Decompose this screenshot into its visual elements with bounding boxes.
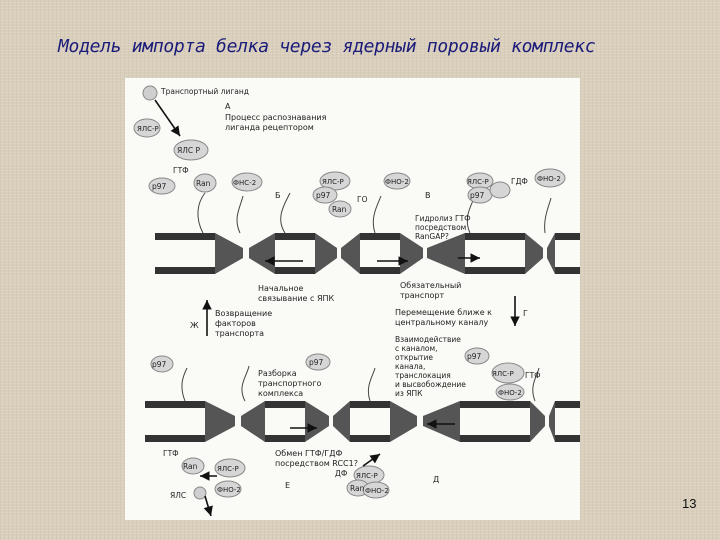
ran-label-3: Ran xyxy=(183,462,198,471)
interaction-label-3: открытие xyxy=(395,353,433,362)
step-zh-label: Ж xyxy=(190,321,199,330)
hydrolysis-label-2: посредством xyxy=(415,223,466,232)
step-b-label: Б xyxy=(275,191,281,200)
fno2-label-2: ФНО-2 xyxy=(385,178,409,186)
ran-label-1: Ran xyxy=(196,179,211,188)
ran-label-2: Ran xyxy=(332,205,347,214)
fno2-top-label: ФНС-2 xyxy=(233,179,256,187)
fno2-label-6: ФНО-2 xyxy=(365,487,389,495)
slide-title: Модель импорта белка через ядерный поров… xyxy=(58,36,596,57)
p97-label-3: p97 xyxy=(470,191,485,200)
gtf-bottom-label: ГТФ xyxy=(163,449,179,458)
hydrolysis-label-3: RanGAP? xyxy=(415,232,449,241)
fno2-label-4: ФНО-2 xyxy=(498,389,522,397)
yals-r-label-3: ЯЛС-Р xyxy=(322,178,344,186)
yals-r-label-6: ЯЛС-Р xyxy=(217,465,239,473)
step-a-label: А xyxy=(225,102,231,111)
p97-label-4: p97 xyxy=(152,360,167,369)
disassembly-label-2: транспортного xyxy=(258,379,321,388)
bottom-membrane-row xyxy=(145,365,580,442)
move-label-2: центральному каналу xyxy=(395,318,488,327)
interaction-label-6: и высвобождение xyxy=(395,380,466,389)
return-label-1: Возвращение xyxy=(215,309,272,318)
yals-r-label-2: ЯЛС Р xyxy=(177,146,200,155)
step-v-label: В xyxy=(425,191,431,200)
nuclear-pore-import-figure: Транспортный лиганд А Процесс распознава… xyxy=(125,78,580,520)
fno2-label-3: ФНО-2 xyxy=(537,175,561,183)
recognition-label-2: лиганда рецептором xyxy=(225,123,314,132)
gtf-label-1: ГТФ xyxy=(173,166,189,175)
disassembly-label-3: комплекса xyxy=(258,389,303,398)
top-membrane-row xyxy=(155,192,580,274)
yals-label: ЯЛС xyxy=(170,491,186,500)
yals-r-label-4: ЯЛС-Р xyxy=(467,178,489,186)
interaction-label-4: канала, xyxy=(395,362,425,371)
interaction-label-1: Взаимодействие xyxy=(395,335,461,344)
p97-label-5: p97 xyxy=(309,358,324,367)
ligand-label: Транспортный лиганд xyxy=(160,87,249,96)
hydrolysis-label-1: Гидролиз ГТФ xyxy=(415,214,471,223)
step-g-label: Г xyxy=(523,309,528,318)
page-number: 13 xyxy=(682,496,697,511)
step-e-label: Е xyxy=(285,481,290,490)
gdf-label-1: ГДФ xyxy=(511,177,528,186)
return-label-3: транспорта xyxy=(215,329,264,338)
initial-binding-label-2: связывание с ЯПК xyxy=(258,294,335,303)
df-label: ДФ xyxy=(335,469,348,478)
exchange-label-1: Обмен ГТФ/ГДФ xyxy=(275,449,342,458)
ran-label-4: Ran xyxy=(350,484,365,493)
yals-r-label-5: ЯЛС-Р xyxy=(492,370,514,378)
p97-label-6: p97 xyxy=(467,352,482,361)
step-d-label: Д xyxy=(433,475,439,484)
mandatory-transport-label-2: транспорт xyxy=(400,291,444,300)
p97-label-1: p97 xyxy=(152,182,167,191)
gtf-label-2: ГТФ xyxy=(525,371,541,380)
yals-r-label-7: ЯЛС-Р xyxy=(356,472,378,480)
interaction-label-7: из ЯПК xyxy=(395,389,423,398)
exchange-label-2: посредством RCC1? xyxy=(275,459,358,468)
return-label-2: факторов xyxy=(215,319,256,328)
recognition-label-1: Процесс распознавания xyxy=(225,113,327,122)
p97-label-2: p97 xyxy=(316,191,331,200)
disassembly-label-1: Разборка xyxy=(258,369,297,378)
protein-blobs xyxy=(133,85,566,500)
interaction-label-5: транслокация xyxy=(395,371,451,380)
process-arrows xyxy=(154,99,520,517)
move-label-1: Перемещение ближе к xyxy=(395,308,492,317)
yals-r-label-1: ЯЛС-Р xyxy=(137,125,159,133)
go-label: ГО xyxy=(357,195,368,204)
initial-binding-label-1: Начальное xyxy=(258,284,304,293)
interaction-label-2: с каналом, xyxy=(395,344,438,353)
fno2-label-5: ФНО-2 xyxy=(217,486,241,494)
mandatory-transport-label-1: Обязательный xyxy=(400,281,461,290)
